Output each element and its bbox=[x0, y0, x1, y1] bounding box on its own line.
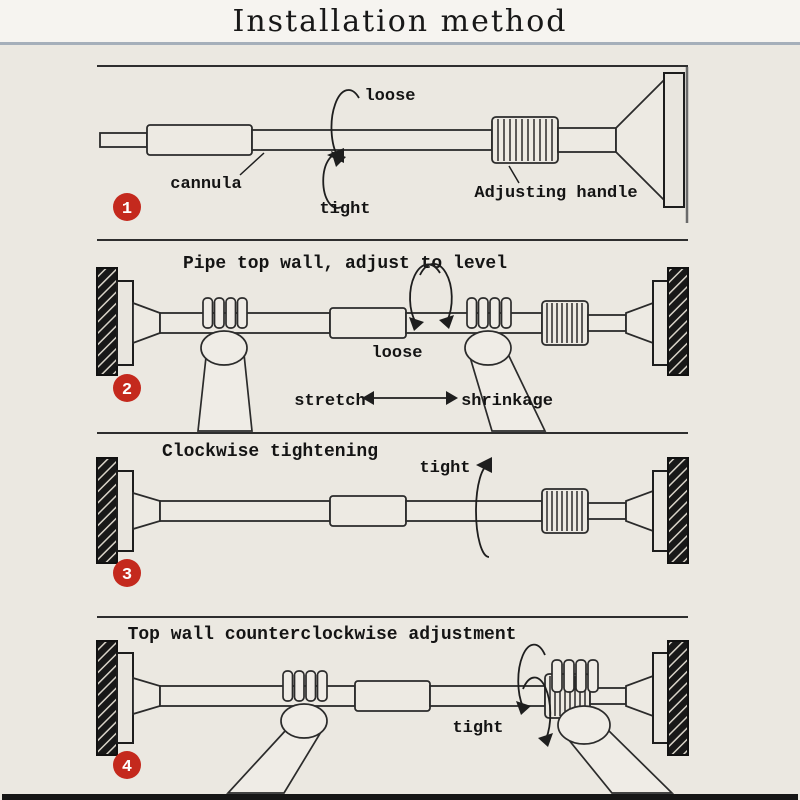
left-wall bbox=[96, 457, 118, 564]
step-badge-4 bbox=[113, 751, 141, 779]
rod-end-tube bbox=[99, 132, 148, 148]
left-flange-cone bbox=[132, 676, 161, 716]
rod-tube-right bbox=[405, 500, 543, 522]
label-tight: tight bbox=[452, 719, 503, 738]
label-cannula: cannula bbox=[170, 175, 241, 194]
right-flange-cone bbox=[625, 489, 654, 533]
loose-rotation-arrow bbox=[330, 89, 360, 158]
stretch-shrink-double-arrow bbox=[362, 391, 458, 405]
adjusting-knob bbox=[491, 116, 559, 164]
knob-ribs bbox=[497, 119, 553, 161]
right-flange-plate bbox=[652, 470, 669, 552]
label-adjusting-handle: Adjusting handle bbox=[474, 184, 637, 203]
knob-ribs bbox=[546, 303, 583, 343]
cannula-leader-line bbox=[239, 152, 265, 176]
title-underline bbox=[0, 42, 800, 45]
step-3-heading: Clockwise tightening bbox=[162, 442, 378, 462]
rod-tube-left bbox=[159, 500, 331, 522]
left-flange-plate bbox=[116, 652, 134, 744]
right-wall bbox=[667, 457, 689, 564]
step-number-1: 1 bbox=[122, 200, 132, 219]
connector-tube bbox=[587, 502, 627, 520]
step-number-4: 4 bbox=[122, 758, 132, 777]
left-hand bbox=[197, 297, 253, 432]
ccw-rotation-arrow-upper bbox=[517, 643, 546, 708]
left-flange-cone bbox=[132, 301, 161, 345]
label-tight: tight bbox=[319, 200, 370, 219]
connector-tube bbox=[587, 314, 627, 332]
rotation-arrowhead bbox=[538, 733, 553, 747]
flange-cone bbox=[615, 77, 665, 203]
tight-arrowhead bbox=[327, 148, 344, 163]
left-hand bbox=[226, 670, 328, 794]
rotation-arrow-cw bbox=[419, 262, 453, 322]
page-title: Installation method bbox=[232, 4, 568, 39]
knob-ribs bbox=[546, 491, 583, 531]
clockwise-rotation-arrow bbox=[475, 464, 490, 558]
step-3-panel: Clockwise tightening tight 3 bbox=[96, 442, 689, 587]
step-badge-2 bbox=[113, 374, 141, 402]
panel-dividers bbox=[97, 65, 688, 618]
right-flange-cone bbox=[625, 301, 654, 345]
left-flange-plate bbox=[116, 280, 134, 366]
rotation-arrowhead bbox=[409, 317, 424, 331]
label-shrinkage: shrinkage bbox=[461, 392, 553, 411]
rotation-arrow-ccw bbox=[409, 263, 441, 324]
label-loose: loose bbox=[371, 344, 422, 363]
rotation-arrowhead bbox=[476, 457, 492, 473]
cannula-sleeve bbox=[329, 307, 407, 339]
left-wall bbox=[96, 267, 118, 376]
left-palm bbox=[280, 703, 328, 739]
step-badge-3 bbox=[113, 559, 141, 587]
bottom-border-bar bbox=[2, 794, 798, 800]
step-number-2: 2 bbox=[122, 381, 132, 400]
right-palm bbox=[557, 705, 611, 745]
step-4-panel: Top wall counterclockwise adjustment bbox=[96, 625, 689, 794]
left-palm bbox=[200, 330, 248, 366]
right-wall bbox=[667, 267, 689, 376]
step-badge-1 bbox=[113, 193, 141, 221]
left-flange-cone bbox=[132, 491, 161, 531]
right-flange-cone bbox=[625, 674, 654, 718]
cannula-sleeve bbox=[146, 124, 253, 156]
right-hand bbox=[464, 297, 547, 432]
step-2-panel: Pipe top wall, adjust to level bbox=[96, 254, 689, 432]
step-number-3: 3 bbox=[122, 566, 132, 585]
title-bar bbox=[0, 0, 800, 42]
rod-main-tube bbox=[251, 129, 493, 151]
label-tight: tight bbox=[419, 459, 470, 478]
rotation-arrowhead bbox=[439, 315, 454, 329]
right-flange-plate bbox=[652, 652, 669, 744]
cannula-sleeve bbox=[329, 495, 407, 527]
label-stretch: stretch bbox=[294, 392, 365, 411]
right-palm bbox=[464, 330, 512, 366]
right-flange-plate bbox=[652, 280, 669, 366]
adjusting-knob bbox=[541, 488, 589, 534]
left-wall bbox=[96, 640, 118, 756]
step-2-heading: Pipe top wall, adjust to level bbox=[183, 254, 507, 274]
cannula-sleeve bbox=[354, 680, 431, 712]
rotation-arrowhead bbox=[516, 701, 531, 715]
flange-plate bbox=[663, 72, 685, 208]
right-wall bbox=[667, 640, 689, 756]
rod-tube-right bbox=[429, 685, 546, 707]
step-1-panel: loose tight cannula Adjusting handle 1 bbox=[99, 67, 689, 223]
ccw-rotation-arrow-lower bbox=[522, 676, 552, 740]
label-loose: loose bbox=[364, 87, 415, 106]
right-hand bbox=[551, 659, 675, 794]
connector-tube bbox=[557, 127, 617, 153]
handle-leader-line bbox=[508, 165, 520, 184]
left-flange-plate bbox=[116, 470, 134, 552]
step-4-heading: Top wall counterclockwise adjustment bbox=[128, 625, 517, 645]
adjusting-knob bbox=[541, 300, 589, 346]
